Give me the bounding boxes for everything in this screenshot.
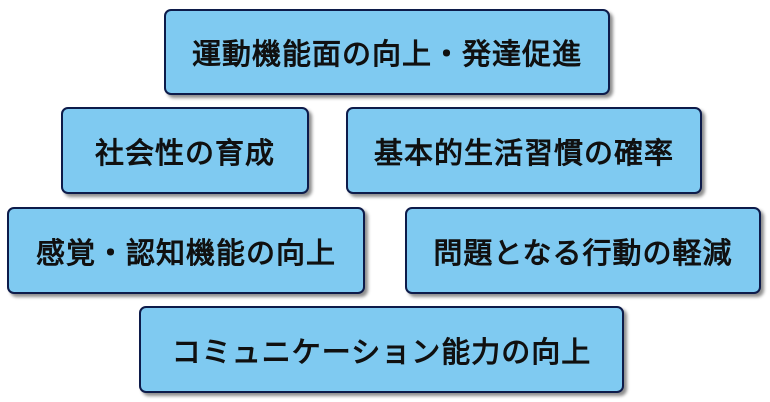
goal-label: 運動機能面の向上・発達促進	[191, 37, 582, 71]
goal-label: コミュニケーション能力の向上	[171, 334, 592, 369]
goal-label: 感覚・認知機能の向上	[35, 235, 336, 270]
goal-box-daily-habits: 基本的生活習慣の確率	[346, 107, 702, 194]
goal-label: 社会性の育成	[94, 135, 275, 170]
goal-box-motor-development: 運動機能面の向上・発達促進	[164, 9, 610, 95]
goal-box-sensory-cognition: 感覚・認知機能の向上	[7, 207, 365, 294]
goal-box-communication: コミュニケーション能力の向上	[139, 306, 624, 393]
goal-box-problem-behavior: 問題となる行動の軽減	[405, 207, 761, 294]
goal-box-social-skills: 社会性の育成	[61, 107, 309, 194]
goal-label: 問題となる行動の軽減	[433, 235, 733, 270]
goal-label: 基本的生活習慣の確率	[373, 135, 674, 170]
